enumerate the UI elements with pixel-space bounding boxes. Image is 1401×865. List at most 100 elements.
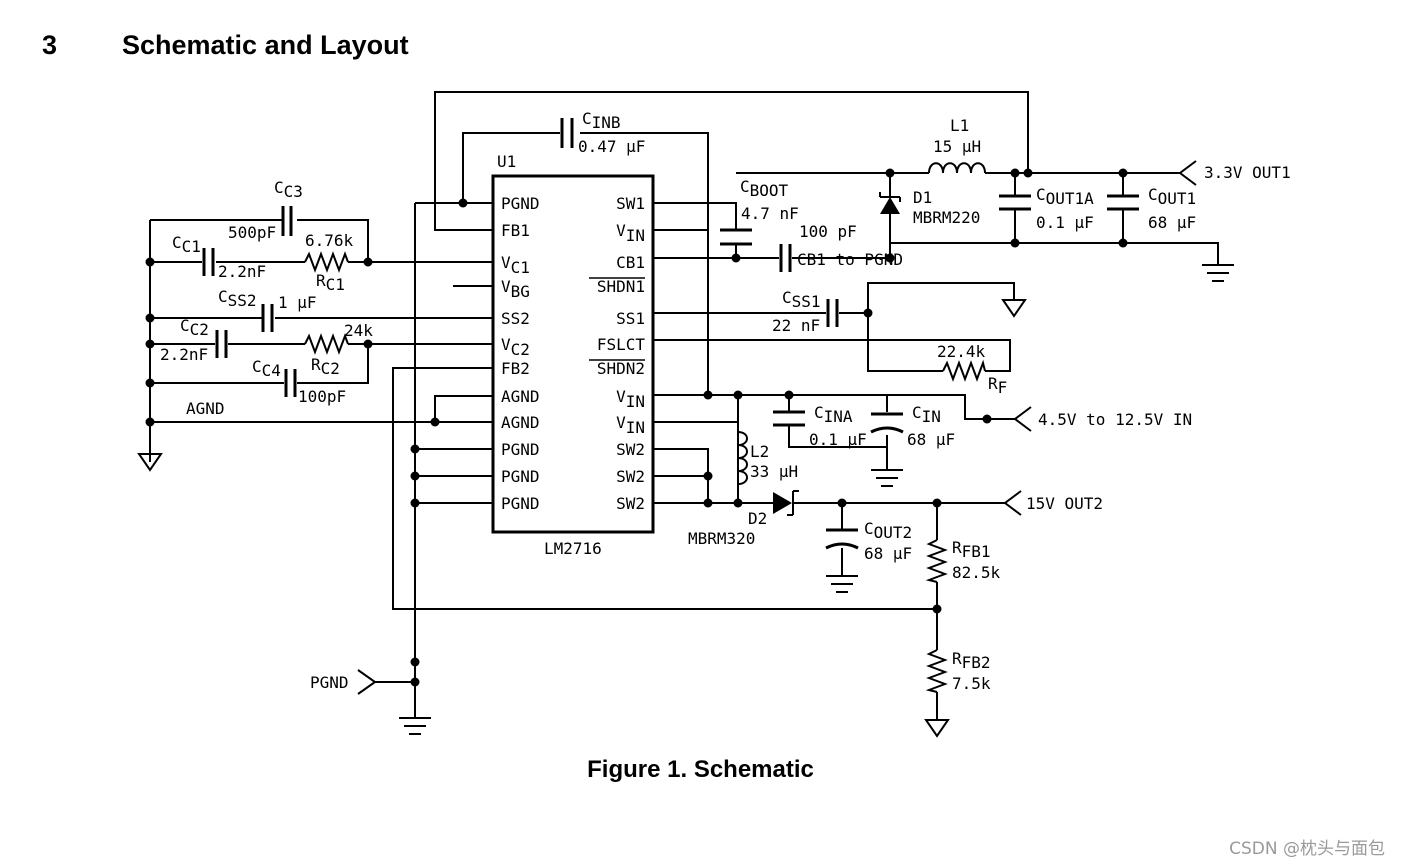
cout2-ref: COUT2 <box>864 519 912 542</box>
out1-terminal <box>1178 160 1197 186</box>
vin-terminal <box>1013 406 1032 432</box>
section-title: Schematic and Layout <box>122 30 409 60</box>
cboot-ref: CBOOT <box>740 177 789 200</box>
rc2-value: 24k <box>344 321 373 340</box>
d1-part: MBRM220 <box>913 208 980 227</box>
cc2-value: 2.2nF <box>160 345 208 364</box>
rc2-ref: RC2 <box>311 355 340 378</box>
rc1-ref: RC1 <box>316 271 345 294</box>
cina-value: 0.1 µF <box>809 430 867 449</box>
ic-pin-left-8: AGND <box>501 387 540 406</box>
l1-ref: L1 <box>950 116 969 135</box>
cc4-value: 100pF <box>298 387 346 406</box>
ic-pin-right-2: VIN <box>616 221 645 245</box>
res-rfb2 <box>925 649 948 693</box>
cout2-ground-symbol <box>826 575 858 593</box>
cc4-wire <box>150 344 369 384</box>
rfb2-ref: RFB2 <box>952 649 991 672</box>
ic-pin-left-3: VC1 <box>501 253 530 277</box>
css2-value: 1 µF <box>278 293 317 312</box>
ic-pin-left-7: FB2 <box>501 359 530 378</box>
pgnd-ground-symbol <box>399 717 431 735</box>
fb1-feedback-wire <box>434 91 1029 231</box>
diode-d2 <box>773 492 792 514</box>
inductor-l1 <box>928 162 986 174</box>
diode-d1 <box>880 197 900 214</box>
cb1-value: 100 pF <box>799 222 857 241</box>
cinb-ref: CINB <box>582 109 621 132</box>
ic-pin-right-11: SW2 <box>616 467 645 486</box>
cin-ground-symbol <box>871 469 903 487</box>
vin2-wire <box>653 421 739 503</box>
css1-ref: CSS1 <box>782 288 821 311</box>
ic-pin-left-9: AGND <box>501 413 540 432</box>
cout2-value: 68 µF <box>864 544 912 563</box>
ic-pin-left-2: FB1 <box>501 221 530 240</box>
cout1a-value: 0.1 µF <box>1036 213 1094 232</box>
fb2-feedback-wire <box>392 367 937 610</box>
res-rc2 <box>304 333 349 355</box>
cout1-ref: COUT1 <box>1148 185 1196 208</box>
out1-ground-symbol <box>1202 264 1234 282</box>
res-rfb1 <box>925 539 948 583</box>
ic-ref-label: U1 <box>497 152 516 171</box>
ic-pin-left-4: VBG <box>501 277 530 301</box>
pgnd-pins-wire <box>415 448 493 504</box>
cin-wire <box>788 395 888 470</box>
ic-pin-right-3: CB1 <box>616 253 645 272</box>
d2-part: MBRM320 <box>688 529 755 548</box>
agnd-ground-symbol <box>137 453 163 472</box>
rf-value: 22.4k <box>937 342 986 361</box>
rfb1-value: 82.5k <box>952 563 1001 582</box>
watermark: CSDN @枕头与面包 <box>1229 839 1385 859</box>
ic-pin-right-8: VIN <box>616 387 645 411</box>
css2-ref: CSS2 <box>218 287 257 310</box>
ss1-ground-symbol <box>1001 299 1027 318</box>
ic-right-pins: SW1VINCB1SHDN1SS1FSLCTSHDN2VINVINSW2SW2S… <box>589 194 645 513</box>
cc3-value: 500pF <box>228 223 276 242</box>
d2-ref: D2 <box>748 509 767 528</box>
rfb1-ref: RFB1 <box>952 538 991 561</box>
fslct-wire <box>653 313 1011 372</box>
pgnd-label: PGND <box>310 673 349 692</box>
cin-ref: CIN <box>912 403 941 426</box>
rfb2-value: 7.5k <box>952 674 991 693</box>
ic-pin-right-7: SHDN2 <box>597 359 645 378</box>
ic-pin-left-5: SS2 <box>501 309 530 328</box>
pgnd-terminal <box>357 669 415 695</box>
ic-pin-right-6: FSLCT <box>597 335 646 354</box>
cb1-label: CB1 to PGND <box>797 250 903 269</box>
cap-cinb <box>560 118 574 148</box>
inductor-l2 <box>737 431 748 485</box>
cina-ref: CINA <box>814 403 853 426</box>
ic-pin-right-12: SW2 <box>616 494 645 513</box>
ic-u1: U1 LM2716 PGNDFB1VC1VBGSS2VC2FB2AGNDAGND… <box>491 152 655 558</box>
figure-caption: Figure 1. Schematic <box>587 756 814 783</box>
l2-ref: L2 <box>750 442 769 461</box>
cc1-ref: CC1 <box>172 233 201 256</box>
ic-pin-right-10: SW2 <box>616 440 645 459</box>
ic-pin-left-6: VC2 <box>501 335 530 359</box>
ic-pin-left-12: PGND <box>501 494 540 513</box>
ic-pin-right-9: VIN <box>616 413 645 437</box>
out1-label: 3.3V OUT1 <box>1204 163 1291 182</box>
cboot-value: 4.7 nF <box>741 204 799 223</box>
ic-pin-right-4: SHDN1 <box>597 277 645 296</box>
section-number: 3 <box>42 30 58 60</box>
ic-pin-left-10: PGND <box>501 440 540 459</box>
ic-pin-left-11: PGND <box>501 467 540 486</box>
sw2-wire <box>653 448 773 504</box>
out2-terminal <box>1003 490 1022 516</box>
cc3-wire <box>150 219 369 262</box>
cout1-value: 68 µF <box>1148 213 1196 232</box>
cinb-wire <box>415 132 709 395</box>
agnd-label: AGND <box>186 399 225 418</box>
cin-value: 68 µF <box>907 430 955 449</box>
cc2-ref: CC2 <box>180 316 209 339</box>
cc1-value: 2.2nF <box>218 262 266 281</box>
out1-caps-wire <box>889 173 1219 265</box>
ic-pin-left-1: PGND <box>501 194 540 213</box>
ic-pin-right-5: SS1 <box>616 309 645 328</box>
l2-value: 33 µH <box>750 462 798 481</box>
